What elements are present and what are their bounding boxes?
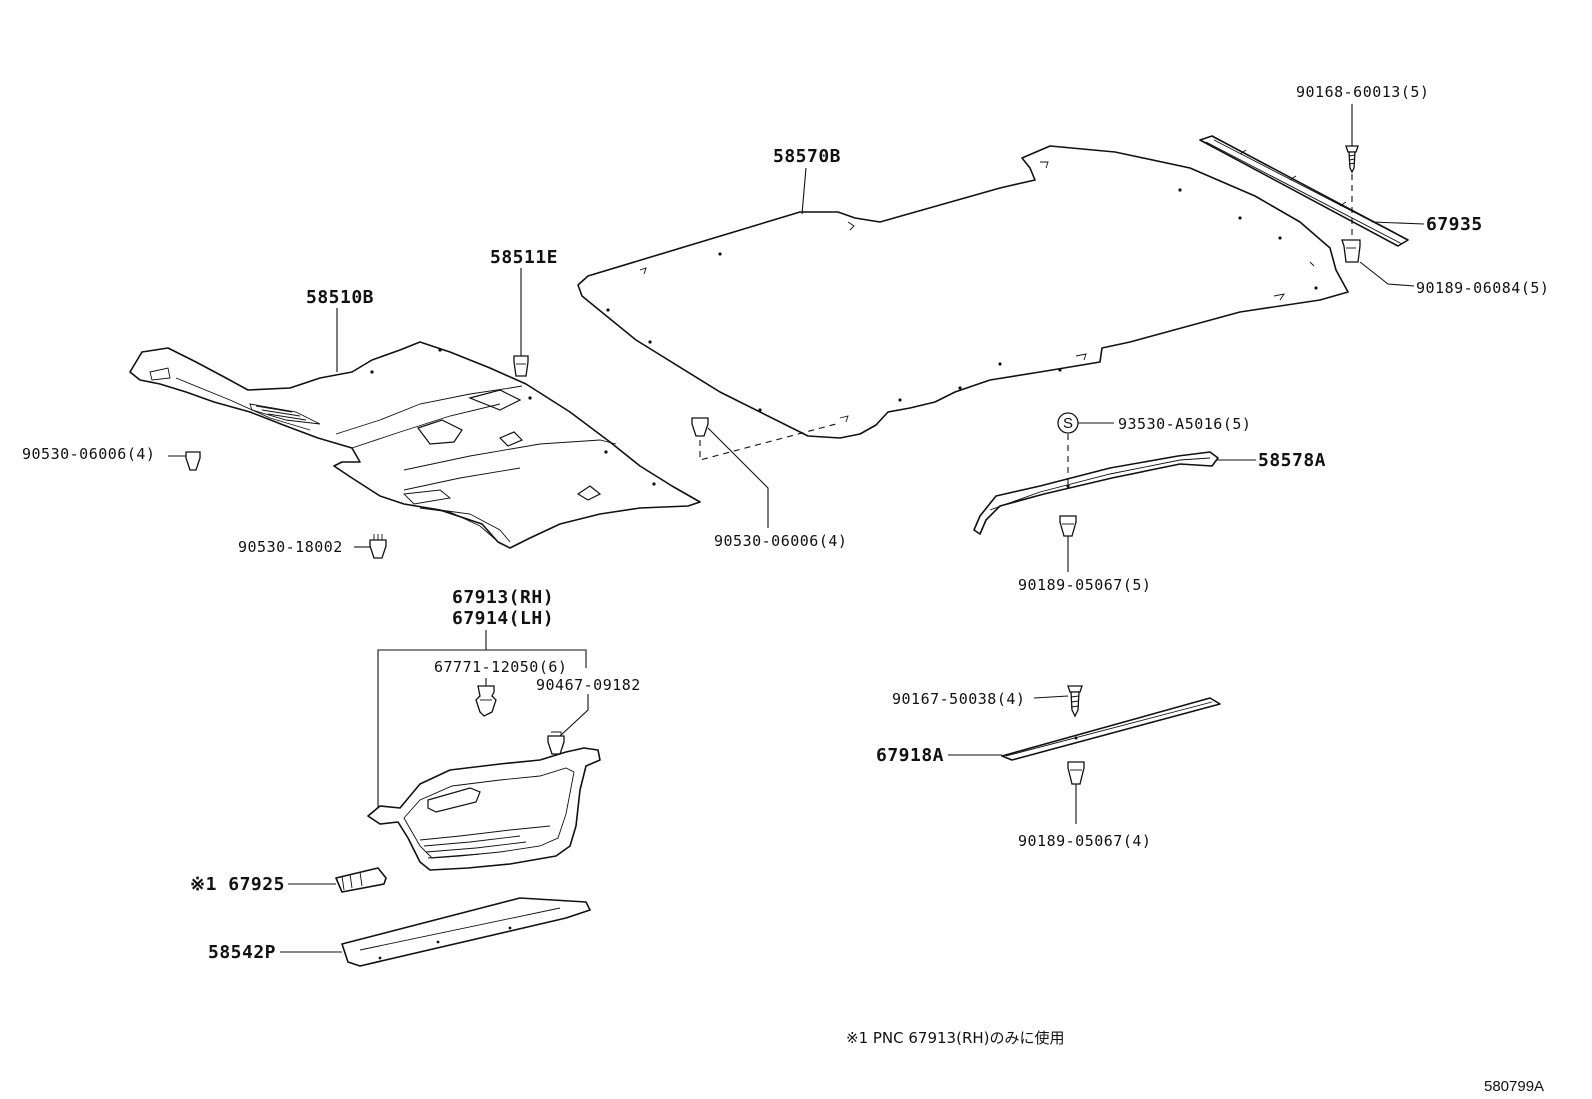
label-90168-60013: 90168-60013(5)	[1296, 83, 1429, 101]
clip-67771-12050[interactable]	[475, 685, 497, 717]
part-58578a-strap[interactable]	[973, 451, 1219, 535]
clip-90530-18002[interactable]	[369, 534, 387, 559]
label-58542p: 58542P	[208, 942, 276, 963]
label-90530-06006-mid: 90530-06006(4)	[714, 532, 847, 550]
part-58542p-board[interactable]	[341, 897, 591, 967]
label-58510b: 58510B	[306, 287, 374, 308]
dash-90530-06006-mid	[699, 423, 837, 461]
label-90530-18002: 90530-18002	[238, 538, 343, 556]
part-58570b-roof-panel[interactable]	[577, 145, 1349, 439]
label-90530-06006-left: 90530-06006(4)	[22, 445, 155, 463]
s-mark-93530-a5016[interactable]: S	[1057, 412, 1079, 434]
label-58578a: 58578A	[1258, 450, 1326, 471]
label-67771-12050: 67771-12050(6)	[434, 658, 567, 676]
clip-90189-05067-a[interactable]	[1059, 515, 1077, 537]
bracket-67913	[377, 649, 587, 812]
part-67913-quarter-trim[interactable]	[367, 747, 601, 871]
label-67914: 67914(LH)	[452, 608, 554, 629]
label-93530-a5016: 93530-A5016(5)	[1118, 415, 1251, 433]
leader-90467	[559, 694, 589, 737]
footnote: ※1 PNC 67913(RH)のみに使用	[846, 1029, 1065, 1047]
leader-90189-06084	[1359, 261, 1415, 287]
part-58510b-floor-panel[interactable]	[129, 341, 701, 549]
label-67935: 67935	[1426, 214, 1483, 235]
label-90467-09182: 90467-09182	[536, 676, 641, 694]
label-58511e: 58511E	[490, 247, 558, 268]
leader-58570b	[801, 167, 807, 215]
clip-58511e[interactable]	[513, 355, 529, 377]
label-90167-50038: 90167-50038(4)	[892, 690, 1025, 708]
label-67913: 67913(RH)	[452, 587, 554, 608]
clip-90530-06006-mid[interactable]	[691, 417, 709, 437]
screw-90167-50038[interactable]	[1067, 685, 1083, 718]
label-90189-06084: 90189-06084(5)	[1416, 279, 1549, 297]
leader-90167	[1033, 695, 1069, 699]
part-67925-cover[interactable]	[335, 867, 387, 893]
label-67925: ※1 67925	[190, 874, 285, 895]
diagram-id: 580799A	[1484, 1078, 1544, 1095]
label-90189-05067-b: 90189-05067(4)	[1018, 832, 1151, 850]
clip-90530-06006-left[interactable]	[185, 451, 201, 471]
screw-90168-60013[interactable]	[1345, 145, 1359, 174]
leader-67935	[1371, 221, 1425, 225]
clip-90467-09182[interactable]	[547, 731, 565, 755]
label-58570b: 58570B	[773, 146, 841, 167]
part-67918a-strip[interactable]	[1001, 697, 1221, 761]
s-mark-letter: S	[1063, 415, 1073, 432]
label-67918a: 67918A	[876, 745, 944, 766]
label-90189-05067-a: 90189-05067(5)	[1018, 576, 1151, 594]
part-67935-rail[interactable]	[1199, 135, 1409, 247]
clip-90189-05067-b[interactable]	[1067, 761, 1085, 785]
clip-90189-06084[interactable]	[1341, 239, 1361, 263]
leader-90530-06006-mid	[707, 427, 769, 528]
